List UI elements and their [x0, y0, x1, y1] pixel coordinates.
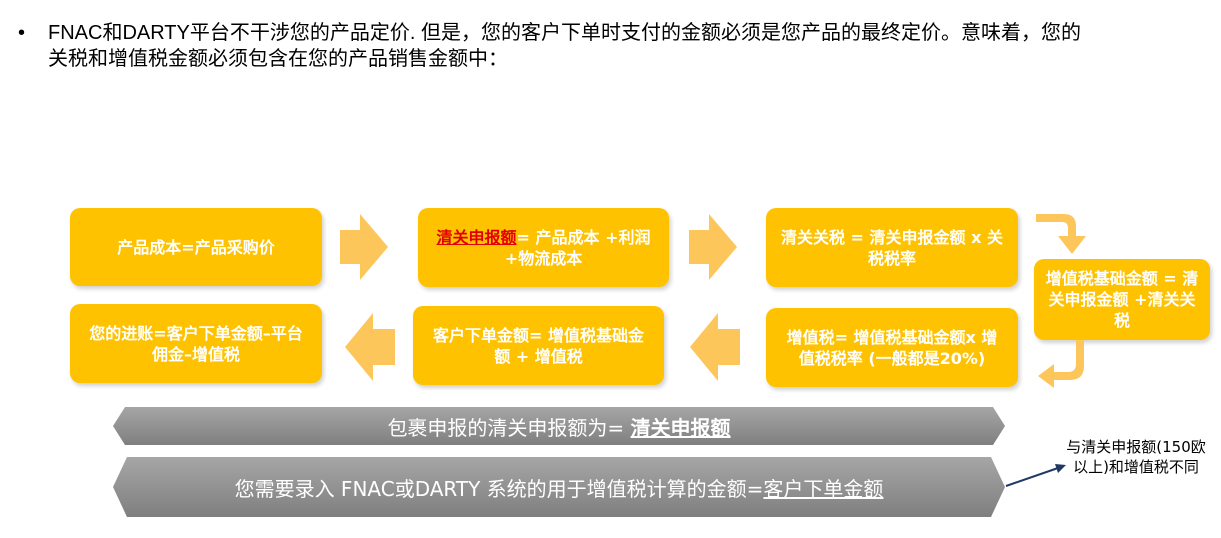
declared-value-term: 清关申报额 — [436, 227, 517, 247]
bent-arrow-left-icon — [1038, 340, 1084, 388]
bullet-icon: • — [18, 22, 26, 44]
vat-label: 增值税= 增值税基础金额x 增值税税率 (一般都是20%) — [786, 327, 998, 368]
customs-duty-box: 清关关税 = 清关申报金额 x 关税税率 — [766, 208, 1018, 287]
system-amount-band-term: 客户下单金额 — [763, 476, 884, 501]
declared-value-band: 包裹申报的清关申报额为= 清关申报额 — [113, 407, 1005, 445]
vat-box: 增值税= 增值税基础金额x 增值税税率 (一般都是20%) — [766, 308, 1018, 387]
your-income-label: 您的进账=客户下单金额–平台佣金–增值税 — [89, 323, 303, 364]
system-amount-band: 您需要录入 FNAC或DARTY 系统的用于增值税计算的金额=客户下单金额 — [113, 457, 1005, 517]
vat-base-label: 增值税基础金额 = 清关申报金额 +清关关税 — [1045, 269, 1199, 330]
declared-value-band-label: 包裹申报的清关申报额为= 清关申报额 — [387, 412, 730, 441]
intro-text: FNAC和DARTY平台不干涉您的产品定价. 但是，您的客户下单时支付的金额必须… — [48, 22, 1081, 70]
arrow-left-icon — [690, 313, 740, 381]
order-amount-box: 客户下单金额= 增值税基础金额 + 增值税 — [413, 306, 664, 385]
vat-base-box: 增值税基础金额 = 清关申报金额 +清关关税 — [1034, 259, 1210, 340]
declared-value-band-prefix: 包裹申报的清关申报额为= — [387, 415, 631, 440]
product-cost-label: 产品成本=产品采购价 — [117, 237, 275, 257]
declared-value-label: 清关申报额= 产品成本 +利润+物流成本 — [432, 227, 655, 269]
system-amount-band-prefix: 您需要录入 FNAC或DARTY 系统的用于增值税计算的金额= — [234, 476, 764, 501]
order-amount-label: 客户下单金额= 增值税基础金额 + 增值税 — [433, 325, 644, 366]
customs-duty-label: 清关关税 = 清关申报金额 x 关税税率 — [780, 227, 1003, 268]
side-note: 与清关申报额(150欧以上)和增值税不同 — [1066, 438, 1206, 476]
bent-arrow-down-icon — [1036, 214, 1086, 254]
declared-value-formula: = 产品成本 +利润+物流成本 — [504, 227, 651, 268]
arrow-right-icon — [340, 214, 388, 280]
arrow-left-icon — [345, 313, 395, 381]
your-income-box: 您的进账=客户下单金额–平台佣金–增值税 — [70, 304, 322, 383]
arrow-right-icon — [689, 214, 737, 280]
declared-value-box: 清关申报额= 产品成本 +利润+物流成本 — [418, 208, 669, 287]
product-cost-box: 产品成本=产品采购价 — [70, 208, 322, 286]
connector-arrow-icon — [1005, 464, 1066, 487]
declared-value-band-term: 清关申报额 — [630, 415, 731, 440]
system-amount-band-label: 您需要录入 FNAC或DARTY 系统的用于增值税计算的金额=客户下单金额 — [235, 473, 884, 502]
